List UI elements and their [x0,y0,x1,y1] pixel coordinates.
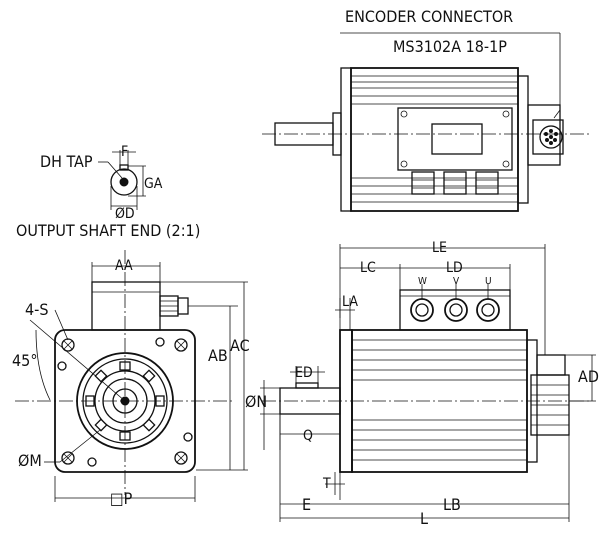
q-label: Q [303,428,313,444]
ad-label: AD [578,367,599,386]
f-label: F [121,144,128,160]
e-label: E [302,495,311,514]
v-label: V [453,276,460,287]
phi-n-label: ØN [245,392,267,411]
side-view: LE LC LD W V U LA [245,240,599,528]
lc-label: LC [360,260,376,276]
encoder-connector-label: ENCODER CONNECTOR [345,7,513,26]
ga-label: GA [144,176,163,192]
box-p-label: □P [110,489,133,508]
ed-label: ED [295,365,313,381]
ab-label: AB [208,346,228,365]
front-view: AA AB AC 4-S [12,250,250,508]
phi-d-label: ØD [115,206,135,222]
ms-part-label: MS3102A 18-1P [393,37,507,56]
aa-label: AA [115,258,133,274]
lb-label: LB [443,495,461,514]
w-label: W [418,276,427,287]
ld-label: LD [446,260,463,276]
le-label: LE [432,240,447,256]
l-label: L [420,509,428,528]
dh-tap-label: DH TAP [40,152,93,171]
phi-m-label: ØM [18,451,42,470]
u-label: U [485,276,492,287]
shaft-end-detail: F DH TAP GA ØD OUTPUT SHAFT END (2:1) [16,144,200,240]
top-view: ENCODER CONNECTOR MS3102A 18-1P [262,7,590,212]
output-shaft-end-label: OUTPUT SHAFT END (2:1) [16,221,200,240]
four-s-label: 4-S [25,300,49,319]
ac-label: AC [230,336,250,355]
deg45-label: 45° [12,351,38,370]
t-label: T [322,476,331,492]
la-label: LA [342,294,358,310]
